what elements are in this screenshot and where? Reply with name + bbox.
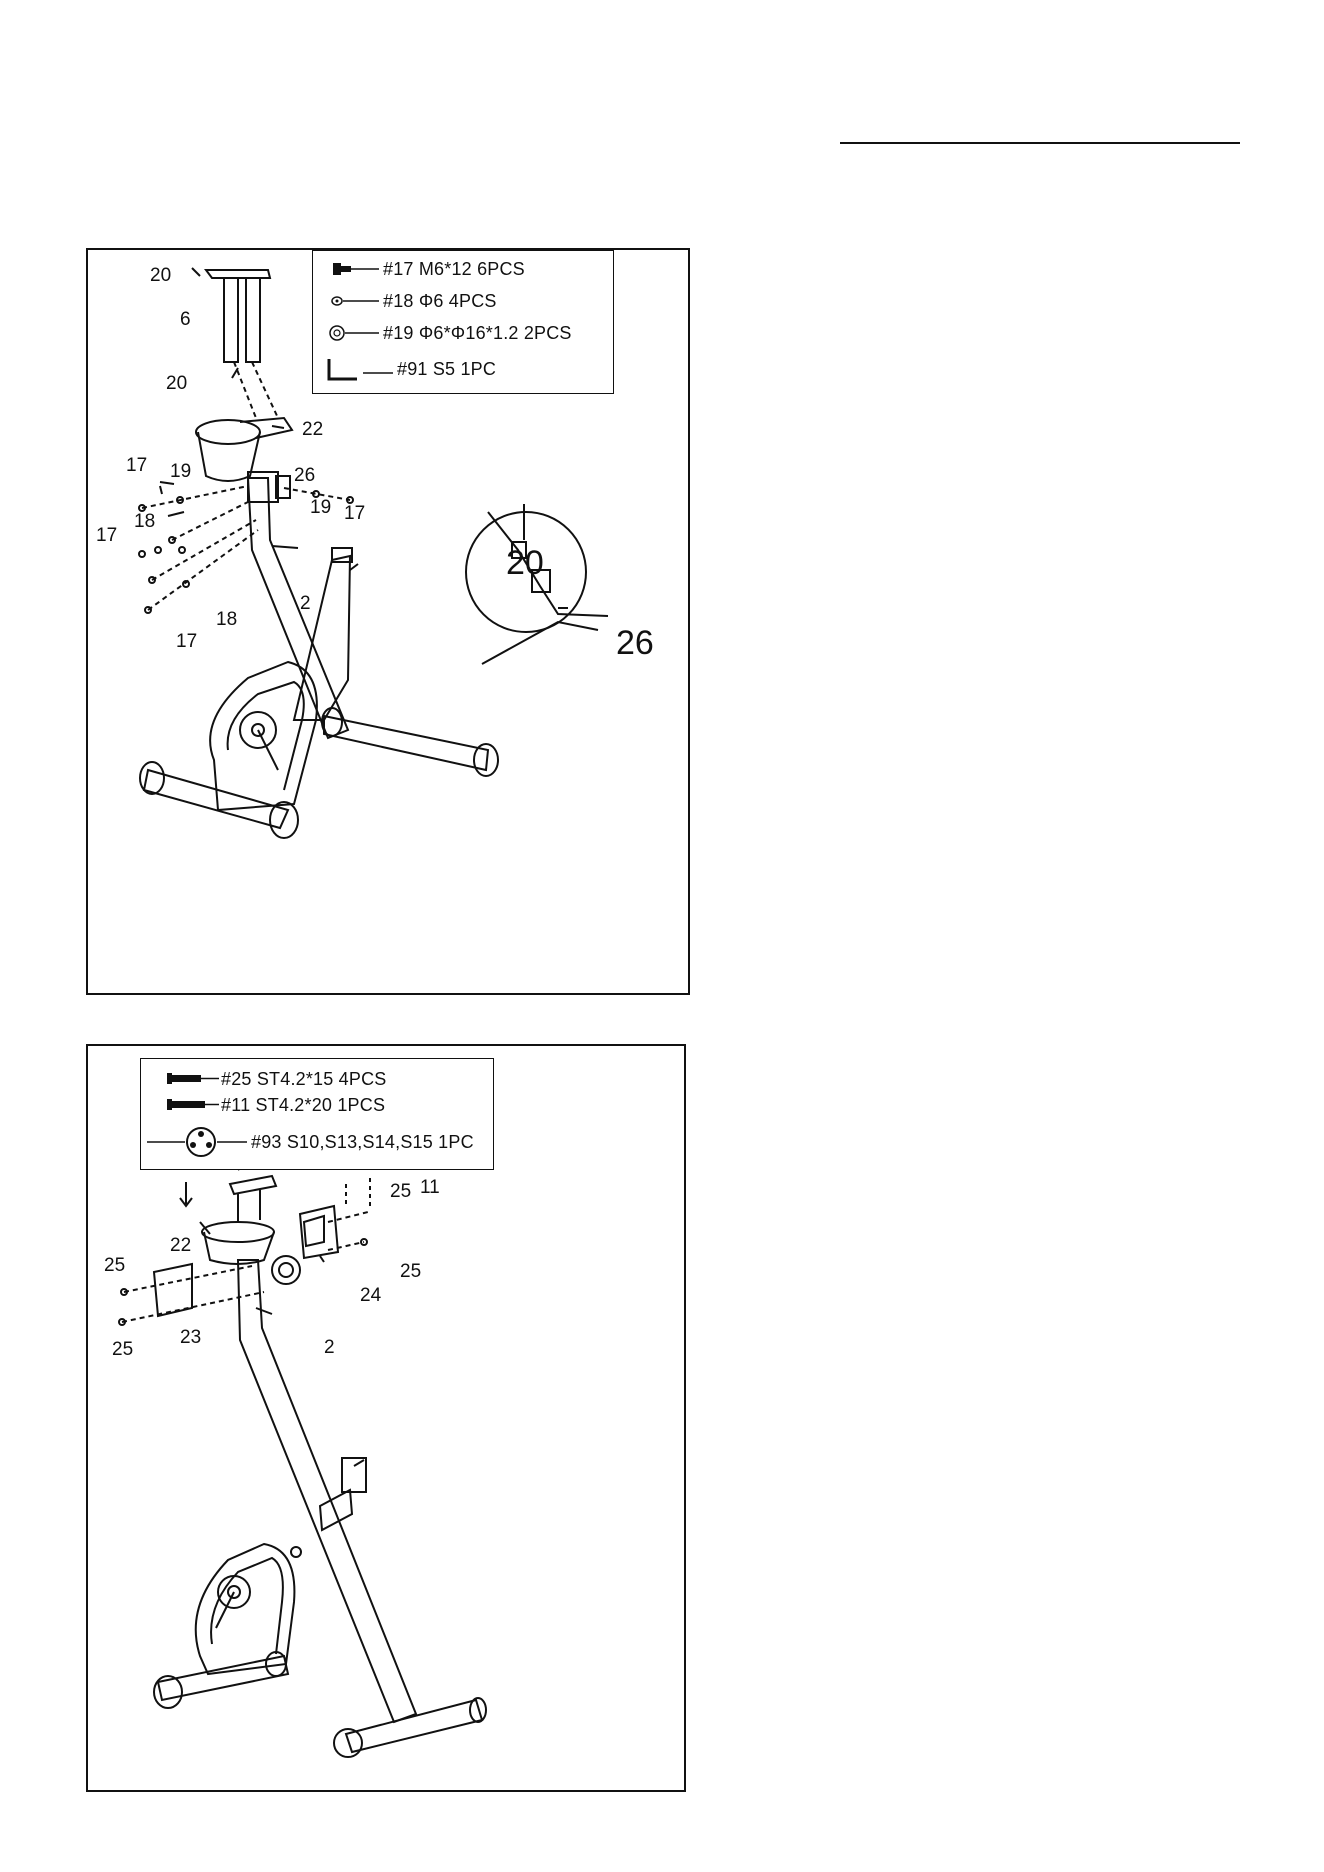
step-1-parts-list: #17 M6*12 6PCS #18 Φ6 4PCS #19 Φ6*Φ16*1.… xyxy=(312,250,614,394)
detail-callout-20: 20 xyxy=(506,546,544,580)
callout-17: 17 xyxy=(176,632,197,651)
callout-20: 20 xyxy=(166,374,187,393)
callout-6: 6 xyxy=(180,310,191,329)
callout-18: 18 xyxy=(216,610,237,629)
parts-list-item: #19 Φ6*Φ16*1.2 2PCS xyxy=(313,321,572,345)
callout-26: 26 xyxy=(294,466,315,485)
parts-list-item: #25 ST4.2*15 4PCS xyxy=(141,1067,387,1091)
parts-list-item: #91 S5 1PC xyxy=(313,355,496,383)
callout-23: 23 xyxy=(180,1328,201,1347)
screw-icon xyxy=(141,1093,221,1117)
callout-19: 19 xyxy=(170,462,191,481)
parts-list-item: #93 S10,S13,S14,S15 1PC xyxy=(141,1125,474,1159)
callout-19: 19 xyxy=(310,498,331,517)
callout-17: 17 xyxy=(344,504,365,523)
callout-2: 2 xyxy=(300,594,311,613)
callout-22: 22 xyxy=(170,1236,191,1255)
washer-small-icon xyxy=(313,289,383,313)
callout-25: 25 xyxy=(112,1340,133,1359)
assembly-step-1-panel: #17 M6*12 6PCS #18 Φ6 4PCS #19 Φ6*Φ16*1.… xyxy=(86,248,690,995)
detail-callout-26: 26 xyxy=(616,626,654,660)
bolt-icon xyxy=(313,257,383,281)
parts-list-item: #18 Φ6 4PCS xyxy=(313,289,497,313)
callout-24: 24 xyxy=(360,1286,381,1305)
callout-25: 25 xyxy=(400,1262,421,1281)
assembly-step-2-panel: #25 ST4.2*15 4PCS #11 ST4.2*20 1PCS #93 … xyxy=(86,1044,686,1792)
allen-key-icon xyxy=(313,355,397,383)
callout-20: 20 xyxy=(150,266,171,285)
parts-list-item: #11 ST4.2*20 1PCS xyxy=(141,1093,385,1117)
parts-list-item: #17 M6*12 6PCS xyxy=(313,257,525,281)
callout-22: 22 xyxy=(302,420,323,439)
washer-large-icon xyxy=(313,321,383,345)
callout-17: 17 xyxy=(96,526,117,545)
screw-icon xyxy=(141,1067,221,1091)
callout-25: 25 xyxy=(104,1256,125,1275)
header-rule xyxy=(840,142,1240,144)
callout-17: 17 xyxy=(126,456,147,475)
callout-11: 11 xyxy=(420,1178,440,1197)
callout-2: 2 xyxy=(324,1338,335,1357)
callout-25: 25 xyxy=(390,1182,411,1201)
callout-18: 18 xyxy=(134,512,155,531)
step-2-parts-list: #25 ST4.2*15 4PCS #11 ST4.2*20 1PCS #93 … xyxy=(140,1058,494,1170)
multi-wrench-icon xyxy=(141,1125,251,1159)
